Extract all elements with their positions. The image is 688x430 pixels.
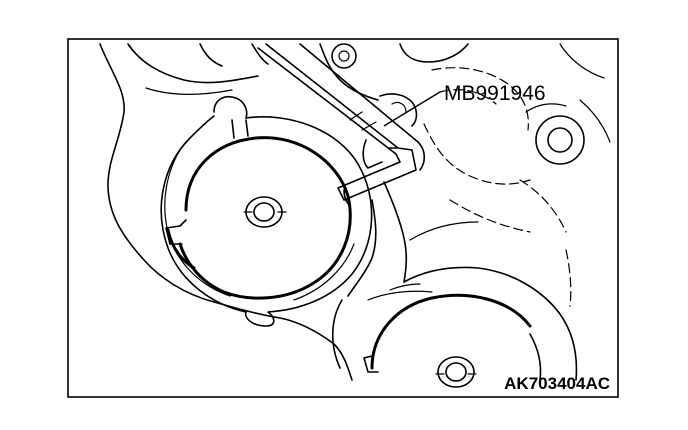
tool-label: MB991946: [444, 82, 546, 105]
engine-housing-outline: [99, 43, 611, 381]
special-tool-mb991946: [257, 43, 426, 207]
leader-line: [383, 91, 441, 127]
figure-code: AK703404AC: [504, 374, 610, 393]
upper-sprocket: [160, 96, 373, 327]
figure-frame: [67, 38, 619, 398]
lower-sprocket: [331, 181, 578, 388]
